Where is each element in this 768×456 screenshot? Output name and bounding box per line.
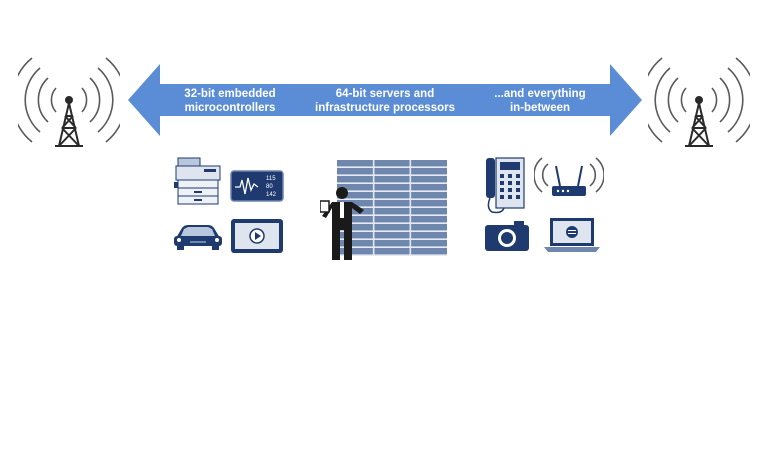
laptop-icon: [544, 216, 600, 254]
reading-2: 80: [266, 184, 273, 190]
printer-icon: [174, 156, 224, 206]
video-tablet-icon: [230, 218, 284, 254]
label-line1: 32-bit embedded: [160, 87, 300, 101]
wifi-router-icon: [534, 152, 604, 202]
reading-1: 115: [266, 176, 276, 182]
heart-monitor-icon: 115 80 142: [230, 170, 284, 202]
camera-icon: [484, 220, 530, 252]
label-line1: 64-bit servers and: [300, 87, 470, 101]
reading-3: 142: [266, 192, 277, 198]
rack-divider: [410, 160, 412, 256]
label-line2: infrastructure processors: [300, 101, 470, 115]
rack-shelf: [337, 174, 447, 176]
radio-tower-icon: [18, 50, 120, 150]
desk-phone-icon: [482, 156, 526, 216]
arrow-label-64bit: 64-bit servers and infrastructure proces…: [300, 87, 470, 115]
label-line2: microcontrollers: [160, 101, 300, 115]
arrow-label-everything: ...and everything in-between: [470, 87, 610, 115]
radio-tower-icon: [648, 50, 750, 150]
rack-shelf: [337, 166, 447, 168]
label-line1: ...and everything: [470, 87, 610, 101]
car-icon: [172, 222, 224, 252]
rack-divider: [373, 160, 375, 256]
rack-shelf: [337, 182, 447, 184]
arrow-label-32bit: 32-bit embedded microcontrollers: [160, 87, 300, 115]
label-line2: in-between: [470, 101, 610, 115]
person-icon: [320, 186, 370, 262]
